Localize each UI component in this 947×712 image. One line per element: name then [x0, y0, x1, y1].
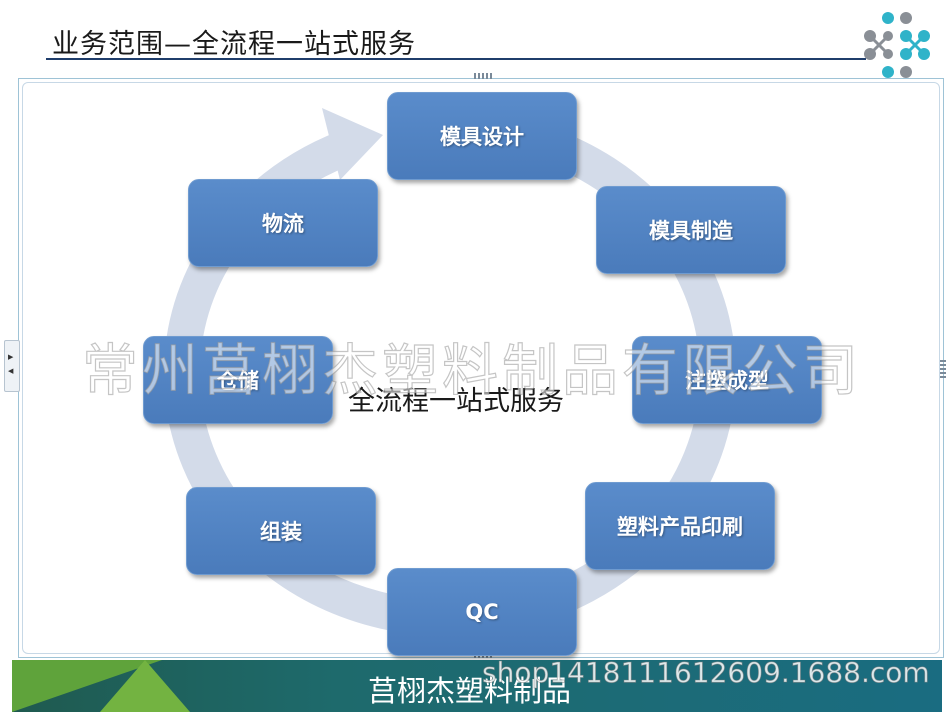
step-logistics: 物流 [188, 179, 378, 267]
title-underline [46, 58, 866, 60]
footer-decoration [100, 660, 190, 712]
step-injection-molding: 注塑成型 [632, 336, 822, 424]
step-mold-design: 模具设计 [387, 92, 577, 180]
arrow-right-icon: ▶ [8, 353, 14, 361]
step-qc: QC [387, 568, 577, 656]
company-logo-icon [864, 12, 930, 78]
arrow-left-icon: ◀ [8, 367, 14, 375]
resize-handle-top[interactable] [474, 73, 492, 79]
step-product-printing: 塑料产品印刷 [585, 482, 775, 570]
cycle-arrowhead-icon [322, 108, 383, 180]
step-warehousing: 仓储 [143, 336, 333, 424]
step-mold-manufacturing: 模具制造 [596, 186, 786, 274]
resize-handle-right[interactable] [940, 360, 946, 378]
footer-company-name: 莒栩杰塑料制品 [368, 674, 572, 708]
page-title: 业务范围—全流程一站式服务 [52, 29, 416, 60]
watermark: 常州莒栩杰塑料制品有限公司 [81, 338, 862, 404]
center-label: 全流程一站式服务 [348, 386, 564, 417]
side-panel-toggle[interactable]: ▶ ◀ [4, 340, 20, 392]
step-assembly: 组装 [186, 487, 376, 575]
footer-shop-url: shop1418111612609.1688.com [482, 656, 930, 690]
footer-banner [12, 660, 942, 712]
